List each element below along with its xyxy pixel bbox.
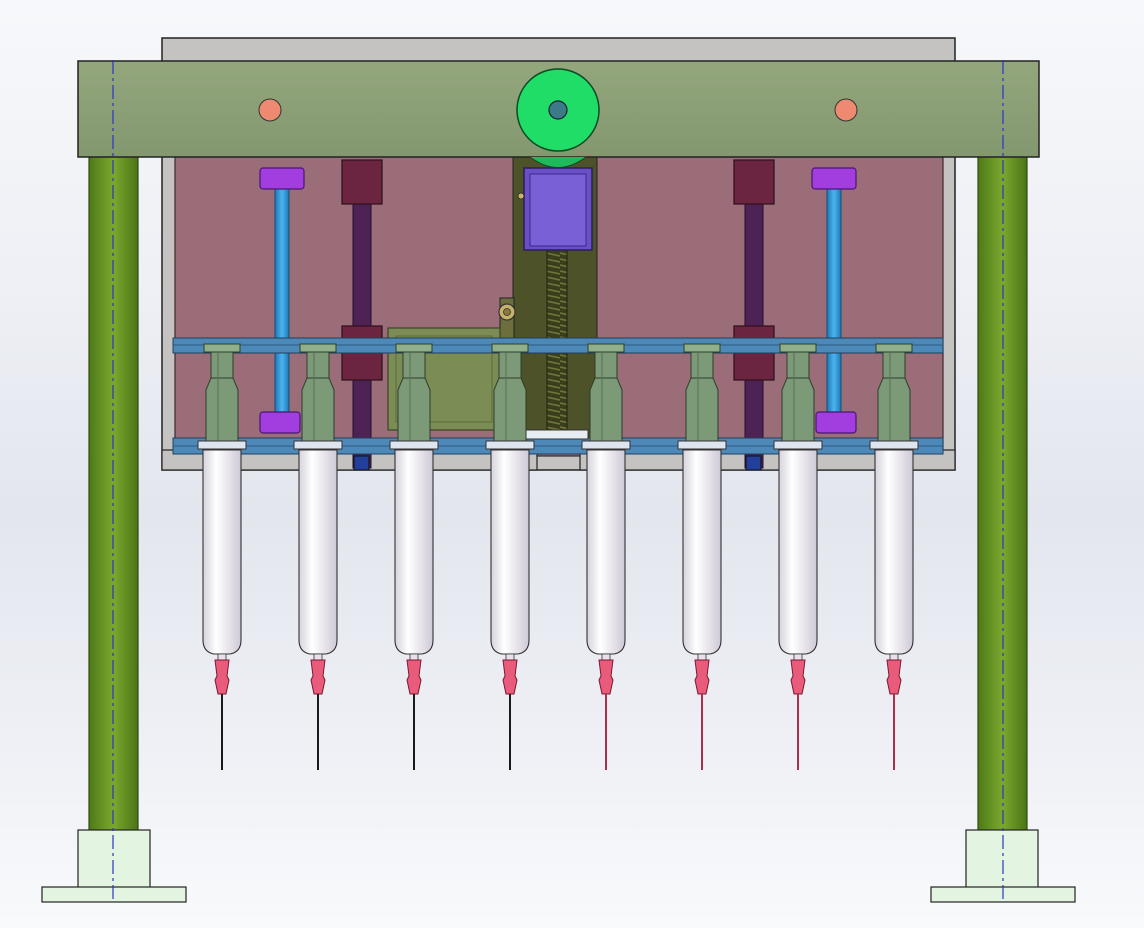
syringe-holder-neck-4 — [498, 351, 522, 379]
syringe-holder-2 — [301, 377, 335, 447]
needle-hub-1 — [214, 659, 230, 695]
needle-hub-6 — [694, 659, 710, 695]
syringe-holder-neck-8 — [882, 351, 906, 379]
syringe-row — [197, 343, 919, 770]
guide-rod-left — [274, 185, 290, 423]
syringe-holder-neck-6 — [690, 351, 714, 379]
syringe-holder-7 — [781, 377, 815, 447]
syringe-flange-5 — [581, 440, 631, 450]
syringe-barrel-7 — [778, 449, 818, 655]
needle-hub-3 — [406, 659, 422, 695]
pulley-lower-arc — [529, 156, 587, 168]
holder-collar-4 — [491, 343, 529, 353]
rail-foot-left — [353, 455, 370, 471]
holder-collar-2 — [299, 343, 337, 353]
bearing-block-top-left — [341, 159, 383, 205]
motor-screw-icon — [517, 192, 525, 200]
syringe-holder-neck-7 — [786, 351, 810, 379]
syringe-holder-1 — [205, 377, 239, 447]
bolt-hole-left — [258, 98, 282, 122]
syringe-flange-3 — [389, 440, 439, 450]
holder-collar-5 — [587, 343, 625, 353]
syringe-holder-neck-5 — [594, 351, 618, 379]
holder-collar-3 — [395, 343, 433, 353]
gear-hub-icon — [503, 308, 511, 316]
syringe-barrel-4 — [490, 449, 530, 655]
syringe-barrel-5 — [586, 449, 626, 655]
syringe-flange-1 — [197, 440, 247, 450]
rod-cap-bottom-left — [259, 411, 301, 434]
bearing-block-top-right — [733, 159, 775, 205]
syringe-barrel-2 — [298, 449, 338, 655]
holder-collar-1 — [203, 343, 241, 353]
holder-collar-8 — [875, 343, 913, 353]
syringe-barrel-1 — [202, 449, 242, 655]
needle-hub-7 — [790, 659, 806, 695]
syringe-holder-6 — [685, 377, 719, 447]
rail-foot-right — [745, 455, 762, 471]
syringe-flange-8 — [869, 440, 919, 450]
syringe-holder-neck-2 — [306, 351, 330, 379]
syringe-tip-6 — [697, 653, 707, 661]
needle-hub-8 — [886, 659, 902, 695]
rod-cap-top-right — [811, 167, 857, 190]
syringe-flange-4 — [485, 440, 535, 450]
syringe-tip-2 — [313, 653, 323, 661]
needle-hub-4 — [502, 659, 518, 695]
syringe-barrel-8 — [874, 449, 914, 655]
syringe-holder-3 — [397, 377, 431, 447]
syringe-holder-neck-1 — [210, 351, 234, 379]
needle-hub-5 — [598, 659, 614, 695]
syringe-tip-5 — [601, 653, 611, 661]
sensor-block-inner — [395, 335, 493, 423]
syringe-barrel-6 — [682, 449, 722, 655]
syringe-tip-7 — [793, 653, 803, 661]
holder-collar-7 — [779, 343, 817, 353]
syringe-flange-7 — [773, 440, 823, 450]
base-plate-left — [41, 886, 187, 903]
bolt-hole-right — [834, 98, 858, 122]
syringe-holder-4 — [493, 377, 527, 447]
syringe-tip-3 — [409, 653, 419, 661]
syringe-tip-1 — [217, 653, 227, 661]
syringe-tip-4 — [505, 653, 515, 661]
syringe-flange-6 — [677, 440, 727, 450]
plunger-bar — [525, 429, 589, 440]
syringe-holder-5 — [589, 377, 623, 447]
needle-hub-2 — [310, 659, 326, 695]
syringe-tip-8 — [889, 653, 899, 661]
syringe-holder-neck-3 — [402, 351, 426, 379]
base-block-right — [965, 829, 1039, 889]
rod-cap-top-left — [259, 167, 305, 190]
base-block-left — [77, 829, 151, 889]
guide-rod-right — [826, 185, 842, 423]
holder-collar-6 — [683, 343, 721, 353]
rod-cap-bottom-right — [815, 411, 857, 434]
syringe-holder-8 — [877, 377, 911, 447]
syringe-barrel-3 — [394, 449, 434, 655]
motor-block-face — [529, 173, 587, 247]
syringe-flange-2 — [293, 440, 343, 450]
pulley-shaft — [548, 100, 568, 120]
